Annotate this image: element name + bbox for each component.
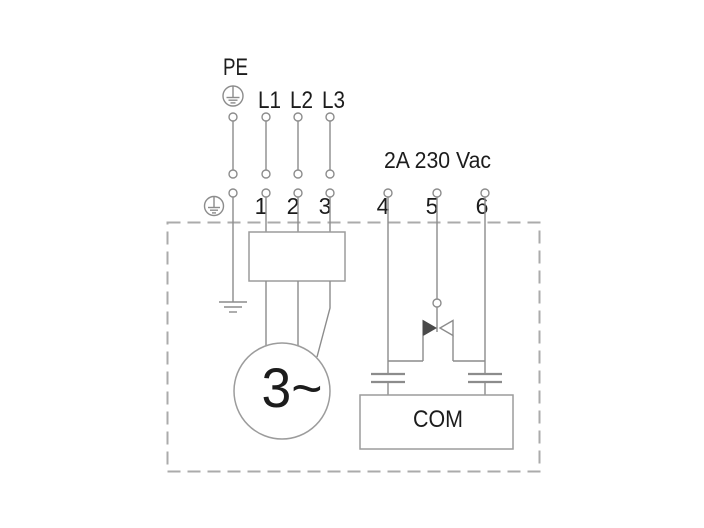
- relay-rating-label: 2A 230 Vac: [384, 147, 491, 173]
- capacitor-icon: [468, 372, 502, 384]
- terminal-6-wire: [468, 188, 502, 395]
- earth-reference-icon: [203, 195, 225, 217]
- phase-l1-wire: [261, 112, 271, 232]
- connector-pin-icon: [228, 188, 238, 198]
- connector-pin-icon: [228, 112, 238, 122]
- relay-changeover-contact-icon: [388, 319, 485, 362]
- connector-pin-icon: [228, 169, 238, 179]
- protective-earth-icon: [222, 85, 244, 107]
- connector-pin-icon: [383, 188, 393, 198]
- dashed-enclosure: [166, 221, 541, 473]
- connector-pin-icon: [261, 169, 271, 179]
- connector-pin-icon: [325, 169, 335, 179]
- com-label: COM: [413, 406, 463, 433]
- three-phase-motor: 3~: [233, 342, 331, 440]
- terminal-4-wire: [371, 188, 405, 395]
- connector-pin-icon: [293, 188, 303, 198]
- connector-pin-icon: [325, 112, 335, 122]
- motor-circle: [233, 342, 331, 440]
- l2-label: L2: [290, 87, 313, 114]
- pe-label: PE: [223, 54, 248, 81]
- pe-wire: [219, 85, 247, 313]
- phase-l3-wire: [325, 112, 335, 232]
- terminal-block: [248, 231, 346, 282]
- connector-pin-icon: [261, 188, 271, 198]
- terminal-4-label: 4: [377, 193, 390, 219]
- connector-pin-icon: [293, 169, 303, 179]
- l1-label: L1: [258, 87, 281, 114]
- terminal-1-label: 1: [255, 193, 268, 219]
- capacitor-icon: [371, 372, 405, 384]
- terminal-2-label: 2: [287, 193, 300, 219]
- connector-pin-icon: [261, 112, 271, 122]
- terminal-5-label: 5: [426, 193, 439, 219]
- l3-label: L3: [322, 87, 345, 114]
- terminal-3-label: 3: [319, 193, 332, 219]
- connector-pin-icon: [480, 188, 490, 198]
- phase-l2-wire: [293, 112, 303, 232]
- terminal-5-wire: [388, 188, 485, 362]
- connector-pin-icon: [432, 188, 442, 198]
- connector-pin-icon: [293, 112, 303, 122]
- ground-icon: [219, 301, 247, 313]
- connector-pin-icon: [432, 298, 442, 308]
- motor-label: 3~: [262, 356, 323, 419]
- connector-pin-icon: [325, 188, 335, 198]
- motor-feed-wires: [265, 281, 331, 358]
- com-box: COM: [359, 394, 514, 450]
